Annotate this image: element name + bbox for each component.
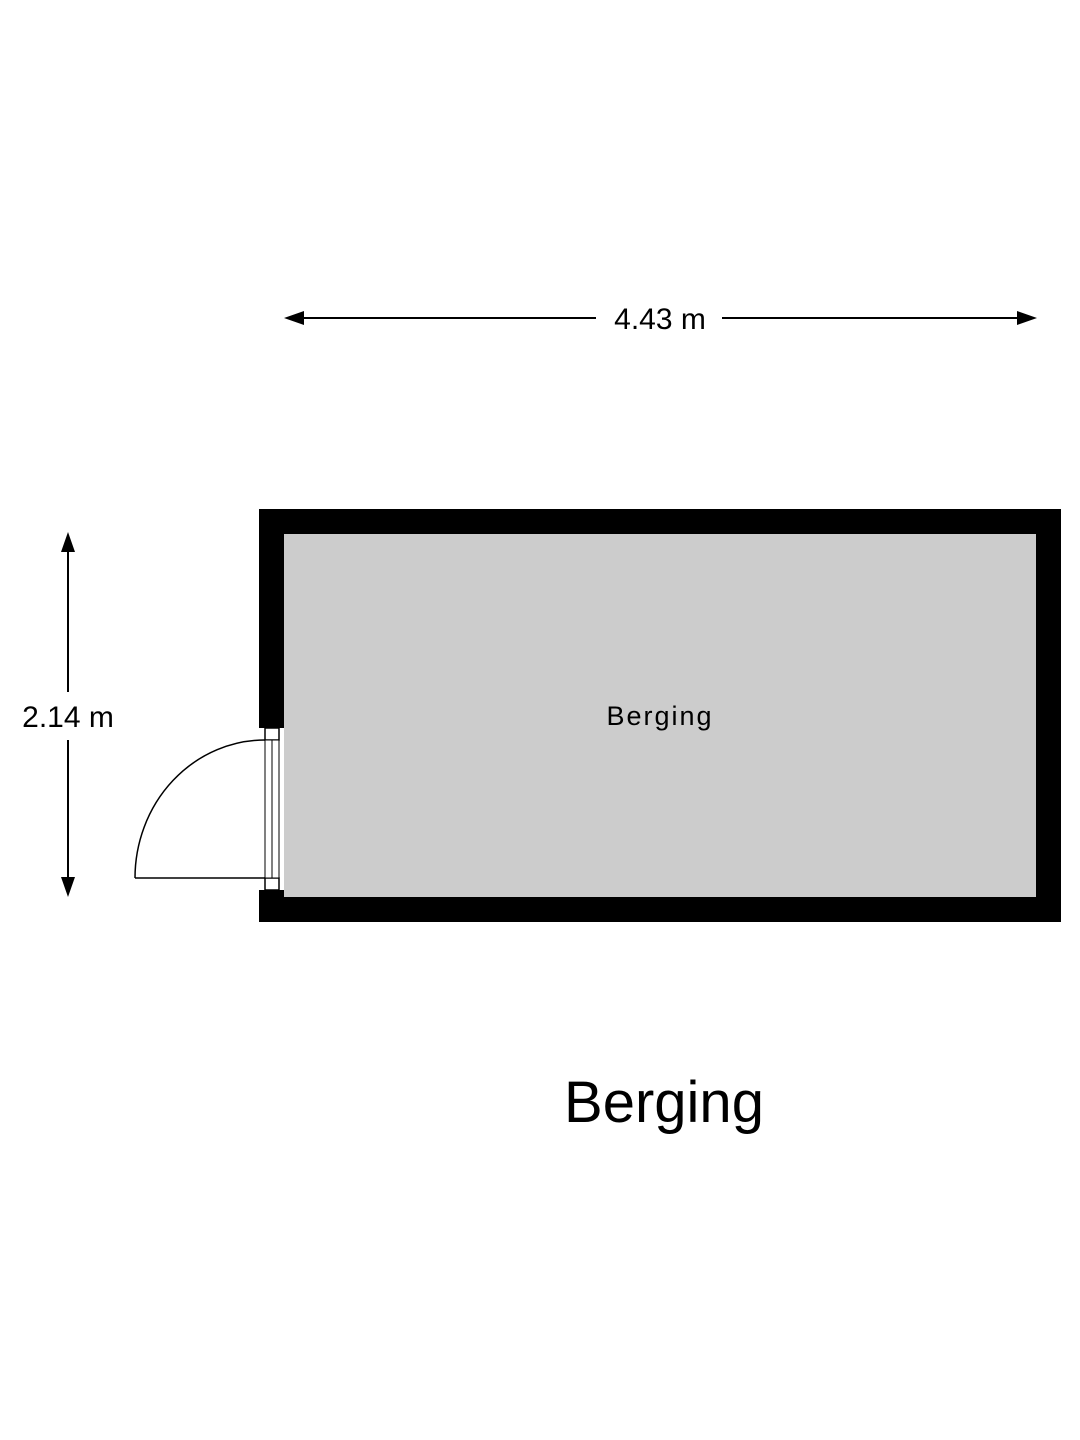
door: [134, 727, 280, 891]
depth-arrow-down-icon: [61, 877, 75, 897]
depth-dimension: 2.14 m: [22, 532, 114, 897]
width-arrow-right-icon: [1017, 311, 1037, 325]
width-arrow-left-icon: [284, 311, 304, 325]
door-frame-bottom: [264, 877, 280, 891]
wall-bottom: [259, 897, 1061, 922]
wall-left-lower: [259, 890, 284, 922]
door-frame-top: [264, 727, 280, 741]
door-swing-arc: [134, 739, 266, 879]
depth-arrow-up-icon: [61, 532, 75, 552]
wall-top: [259, 509, 1061, 534]
wall-left-upper: [259, 509, 284, 728]
wall-right: [1036, 509, 1061, 922]
depth-dimension-label: 2.14 m: [22, 701, 114, 734]
room-floor: [284, 534, 1036, 897]
room-label: Berging: [606, 701, 713, 731]
width-dimension-label: 4.43 m: [614, 303, 706, 336]
walls: [259, 509, 1061, 922]
floor-title: Berging: [564, 1070, 764, 1135]
width-dimension: 4.43 m: [284, 303, 1037, 336]
